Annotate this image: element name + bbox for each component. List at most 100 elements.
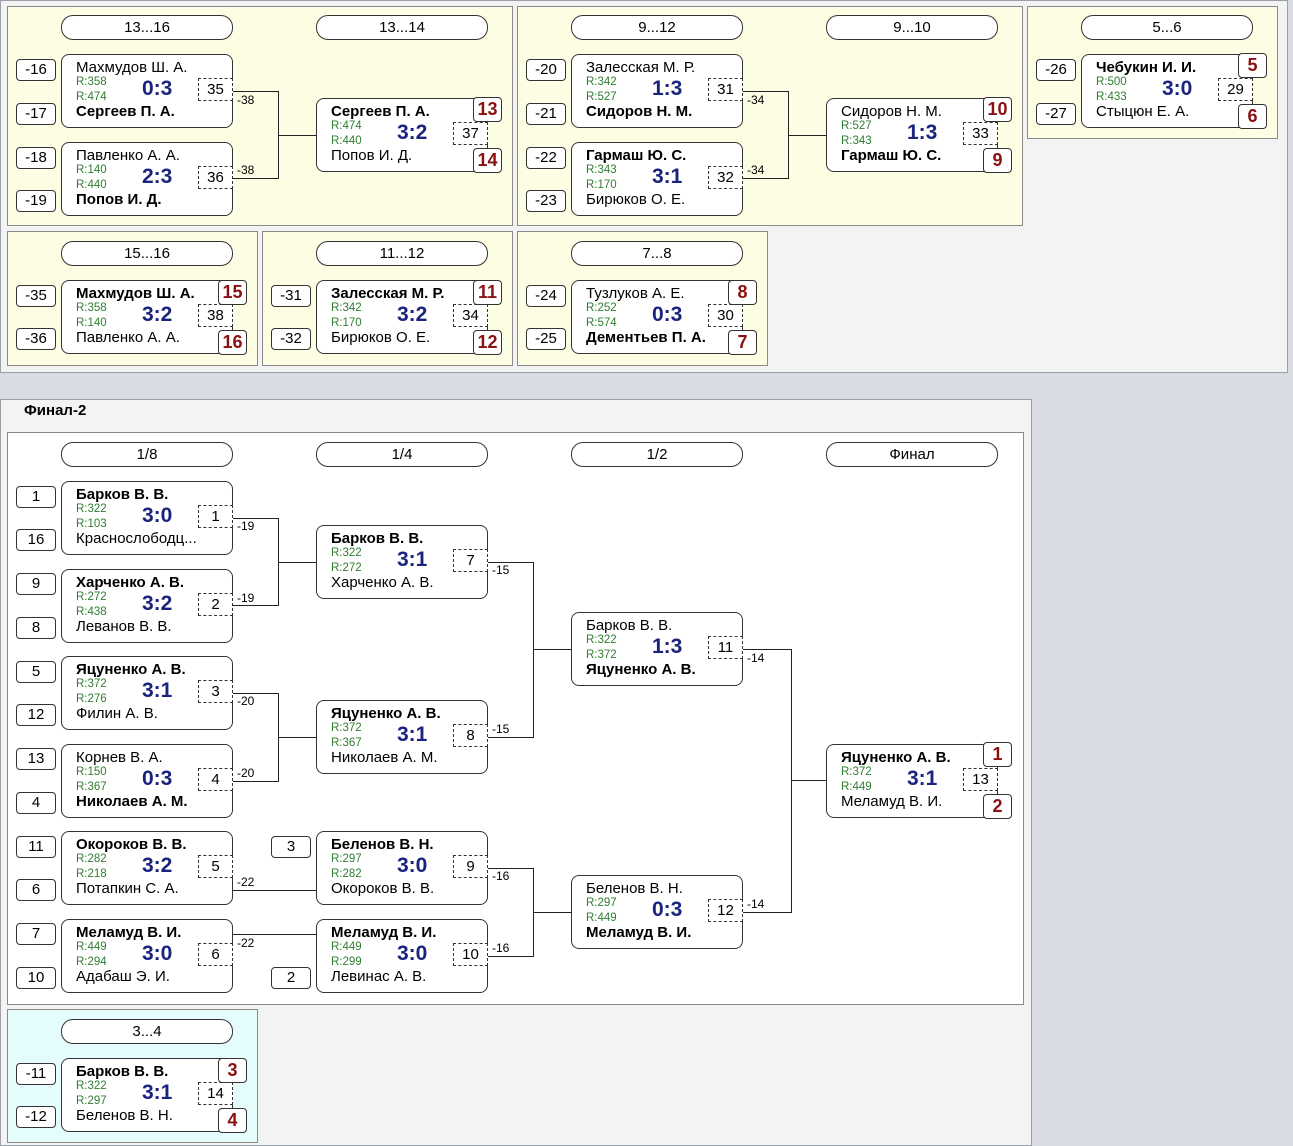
match-29[interactable]: Чебукин И. И. R:500 R:433 3:0 29 Стыцюн …: [1081, 54, 1253, 128]
rating-2: R:282: [331, 868, 362, 880]
rating-1: R:322: [331, 547, 362, 559]
player-1: Беленов В. Н.: [331, 836, 434, 853]
rating-2: R:433: [1096, 91, 1127, 103]
match-36[interactable]: Павленко А. А. R:140 R:440 2:3 36 Попов …: [61, 142, 233, 216]
rating-2: R:170: [331, 317, 362, 329]
stage-label-final: Финал: [826, 442, 998, 467]
rating-2: R:440: [331, 135, 362, 147]
match-11[interactable]: Барков В. В. R:322 R:372 1:3 11 Яцуненко…: [571, 612, 743, 686]
panel-15-16: 15...16 -35 -36 Махмудов Ш. А. R:358 R:1…: [7, 231, 258, 366]
match-number: 12: [708, 899, 743, 922]
connector: [278, 737, 316, 738]
player-1: Махмудов Ш. А.: [76, 59, 188, 76]
score: 3:2: [142, 854, 173, 877]
seed-box: 6: [16, 879, 56, 901]
match-4[interactable]: Корнев В. А. R:150 R:367 0:3 4 Николаев …: [61, 744, 233, 818]
score: 3:2: [397, 121, 428, 144]
match-6[interactable]: Меламуд В. И. R:449 R:294 3:0 6 Адабаш Э…: [61, 919, 233, 993]
rating-1: R:342: [331, 302, 362, 314]
rating-2: R:474: [76, 91, 107, 103]
match-12[interactable]: Беленов В. Н. R:297 R:449 0:3 12 Меламуд…: [571, 875, 743, 949]
seed-box: -24: [526, 285, 566, 307]
match-34[interactable]: Залесская М. Р. R:342 R:170 3:2 34 Бирюк…: [316, 280, 488, 354]
match-33[interactable]: Сидоров Н. М. R:527 R:343 1:3 33 Гармаш …: [826, 98, 998, 172]
connector: [488, 956, 534, 957]
match-7[interactable]: Барков В. В. R:322 R:272 3:1 7 Харченко …: [316, 525, 488, 599]
match-31[interactable]: Залесская М. Р. R:342 R:527 1:3 31 Сидор…: [571, 54, 743, 128]
place-badge: 9: [983, 148, 1012, 173]
loser-tag: -22: [237, 875, 255, 889]
loser-tag: -34: [747, 93, 765, 107]
player-2: Гармаш Ю. С.: [841, 147, 942, 164]
rating-2: R:299: [331, 956, 362, 968]
seed-box: -31: [271, 285, 311, 307]
match-number: 3: [198, 680, 233, 703]
match-number: 13: [963, 768, 998, 791]
seed-box: 16: [16, 529, 56, 551]
match-number: 7: [453, 549, 488, 572]
match-9[interactable]: Беленов В. Н. R:297 R:282 3:0 9 Окороков…: [316, 831, 488, 905]
connector: [533, 912, 571, 913]
match-number: 10: [453, 943, 488, 966]
match-14[interactable]: Барков В. В. R:322 R:297 3:1 14 Беленов …: [61, 1058, 233, 1132]
seed-box: 2: [271, 967, 311, 989]
rating-1: R:272: [76, 591, 107, 603]
rating-1: R:150: [76, 766, 107, 778]
match-number: 34: [453, 304, 488, 327]
match-3[interactable]: Яцуненко А. В. R:372 R:276 3:1 3 Филин А…: [61, 656, 233, 730]
player-1: Барков В. В.: [76, 1063, 169, 1080]
seed-box: -20: [526, 59, 566, 81]
player-2: Адабаш Э. И.: [76, 968, 170, 985]
loser-tag: -15: [492, 722, 510, 736]
match-2[interactable]: Харченко А. В. R:272 R:438 3:2 2 Леванов…: [61, 569, 233, 643]
score: 3:1: [397, 723, 428, 746]
match-8[interactable]: Яцуненко А. В. R:372 R:367 3:1 8 Николае…: [316, 700, 488, 774]
player-1: Сергеев П. А.: [331, 103, 430, 120]
place-badge: 2: [983, 794, 1012, 819]
seed-box: -27: [1036, 103, 1076, 125]
player-1: Яцуненко А. В.: [841, 749, 951, 766]
player-2: Потапкин С. А.: [76, 880, 179, 897]
match-10[interactable]: Меламуд В. И. R:449 R:299 3:0 10 Левинас…: [316, 919, 488, 993]
main-bracket-panel: 1/8 1/4 1/2 Финал 1 16 9 8 5 12 13 4 11 …: [7, 432, 1024, 1005]
player-2: Павленко А. А.: [76, 329, 180, 346]
match-number: 31: [708, 78, 743, 101]
loser-tag: -38: [237, 93, 255, 107]
match-number: 29: [1218, 78, 1253, 101]
seed-box: 8: [16, 617, 56, 639]
score: 1:3: [907, 121, 938, 144]
match-5[interactable]: Окороков В. В. R:282 R:218 3:2 5 Потапки…: [61, 831, 233, 905]
rating-2: R:218: [76, 868, 107, 880]
score: 0:3: [142, 77, 173, 100]
match-37[interactable]: Сергеев П. А. R:474 R:440 3:2 37 Попов И…: [316, 98, 488, 172]
rating-1: R:474: [331, 120, 362, 132]
place-badge: 5: [1238, 53, 1267, 78]
player-2: Николаев А. М.: [331, 749, 438, 766]
rating-2: R:440: [76, 179, 107, 191]
panel-11-12: 11...12 -31 -32 Залесская М. Р. R:342 R:…: [262, 231, 513, 366]
match-number: 8: [453, 724, 488, 747]
rating-1: R:358: [76, 76, 107, 88]
match-30[interactable]: Тузлуков А. Е. R:252 R:574 0:3 30 Демент…: [571, 280, 743, 354]
rating-1: R:322: [586, 634, 617, 646]
match-32[interactable]: Гармаш Ю. С. R:343 R:170 3:1 32 Бирюков …: [571, 142, 743, 216]
place-badge: 6: [1238, 104, 1267, 129]
match-35[interactable]: Махмудов Ш. А. R:358 R:474 0:3 35 Сергее…: [61, 54, 233, 128]
score: 1:3: [652, 635, 683, 658]
stage-label-13-16: 13...16: [61, 15, 233, 40]
loser-tag: -20: [237, 766, 255, 780]
match-number: 35: [198, 78, 233, 101]
connector: [488, 737, 534, 738]
player-1: Меламуд В. И.: [331, 924, 437, 941]
stage-label-13-14: 13...14: [316, 15, 488, 40]
match-13-final[interactable]: Яцуненко А. В. R:372 R:449 3:1 13 Меламу…: [826, 744, 998, 818]
place-badge: 16: [218, 330, 247, 355]
player-2: Бирюков О. Е.: [586, 191, 686, 208]
panel-13-16: 13...16 13...14 -16 -17 -18 -19 Махмудов…: [7, 6, 513, 226]
match-38[interactable]: Махмудов Ш. А. R:358 R:140 3:2 38 Павлен…: [61, 280, 233, 354]
place-badge: 1: [983, 742, 1012, 767]
rating-1: R:358: [76, 302, 107, 314]
match-1[interactable]: Барков В. В. R:322 R:103 3:0 1 Красносло…: [61, 481, 233, 555]
place-badge: 12: [473, 330, 502, 355]
player-2: Окороков В. В.: [331, 880, 435, 897]
